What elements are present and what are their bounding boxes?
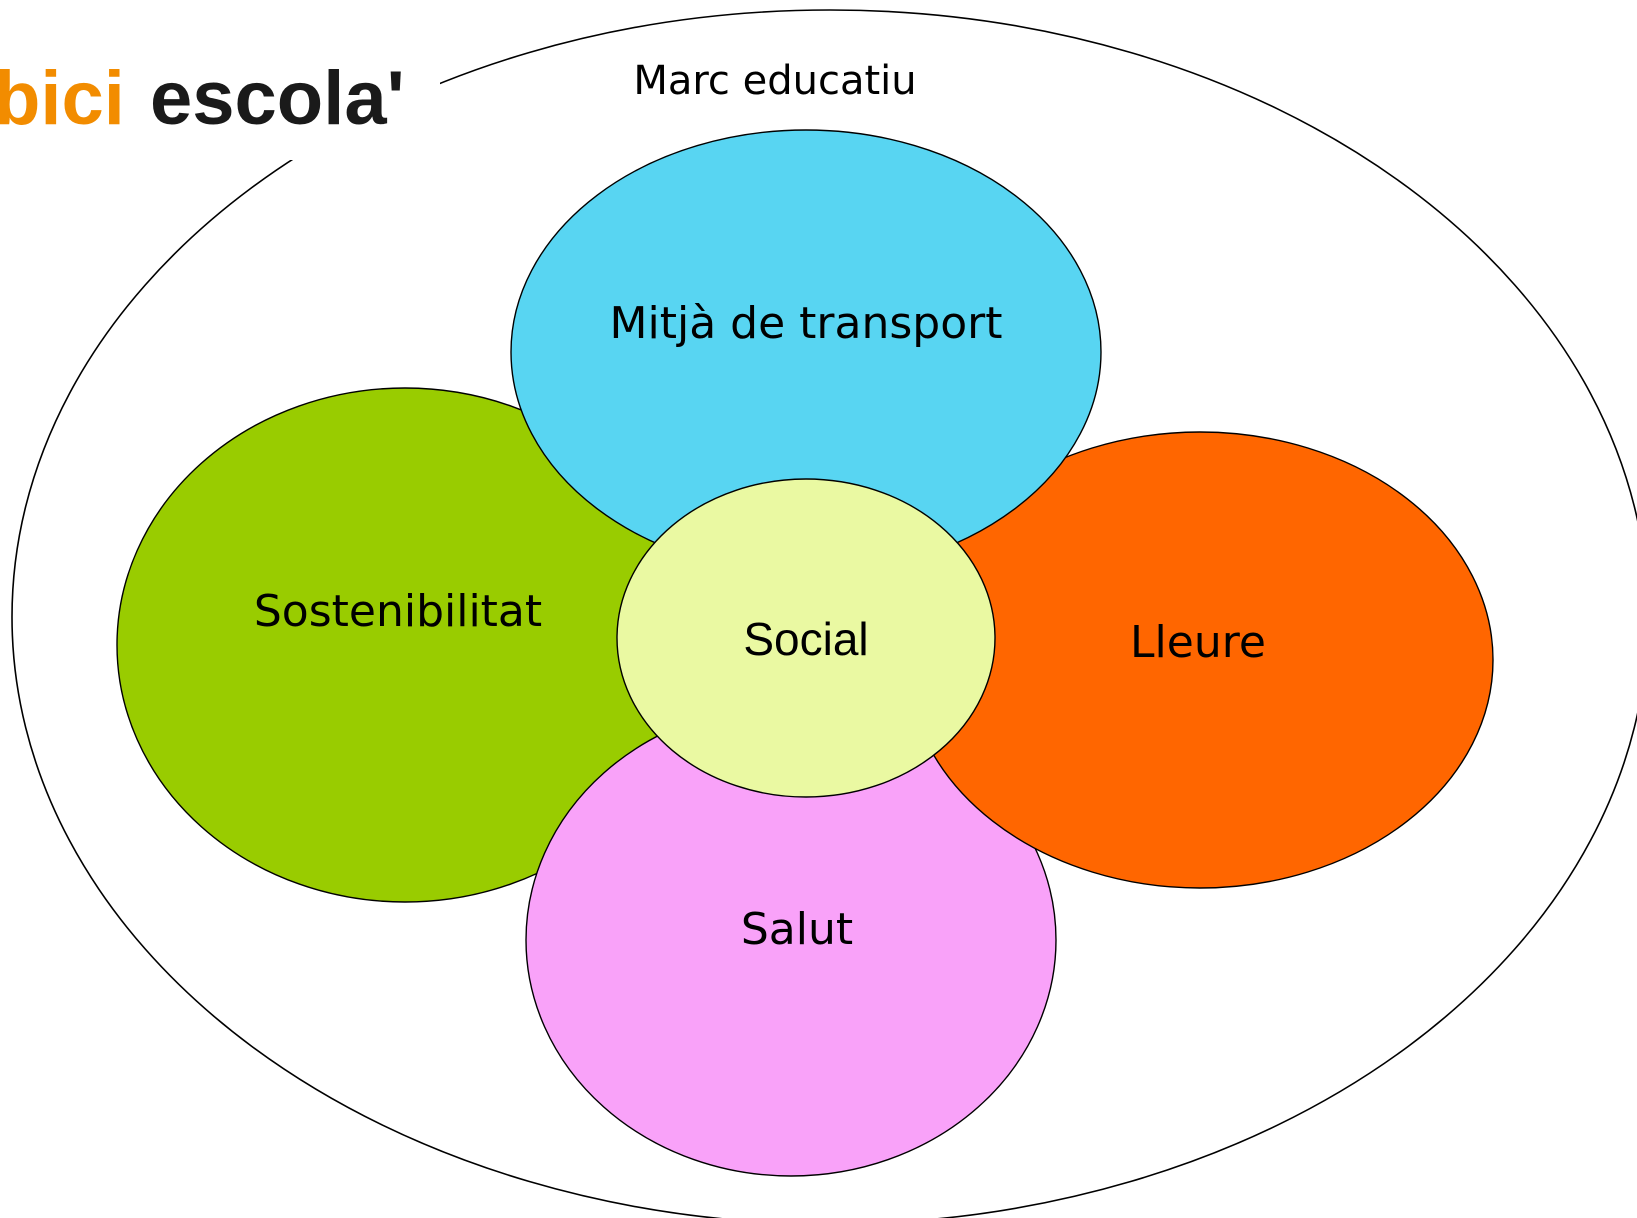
sustainability-label: Sostenibilitat: [254, 586, 542, 637]
leisure-label: Lleure: [1130, 617, 1266, 668]
logo-word-escola: escola': [150, 56, 405, 141]
transport-label: Mitjà de transport: [610, 298, 1003, 349]
logo-background: [0, 20, 440, 160]
health-label: Salut: [741, 904, 853, 955]
frame-ellipse: [11, 9, 1637, 1218]
social-label: Social: [743, 613, 868, 665]
logo-word-bici: bici: [0, 56, 125, 141]
bici-escola-logo: bici escola': [0, 56, 405, 141]
frame-label: Marc educatiu: [633, 58, 916, 104]
social-ellipse: [616, 478, 996, 798]
